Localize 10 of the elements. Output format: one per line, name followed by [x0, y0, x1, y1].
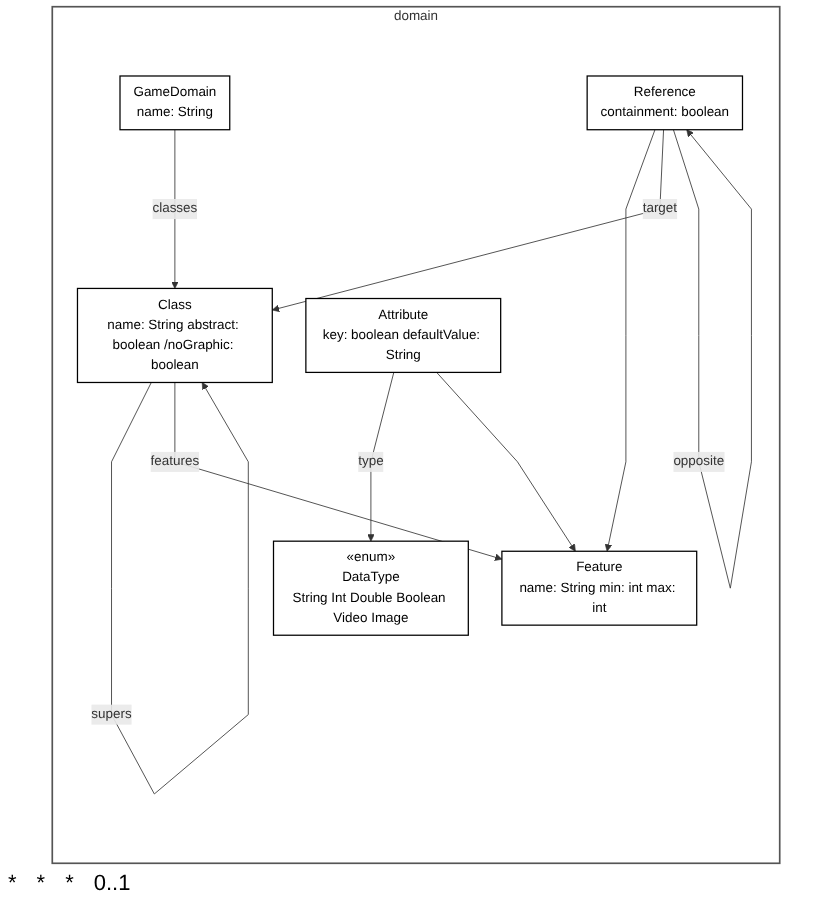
- node-box: [119, 75, 231, 131]
- node-box: [272, 540, 469, 636]
- multiplicity-label: *: [65, 872, 74, 896]
- multiplicity-label: 0..1: [93, 872, 131, 896]
- node-box: [76, 287, 273, 384]
- multiplicity-label: *: [36, 872, 46, 896]
- node-box: [586, 75, 744, 131]
- multiplicity-label: *: [8, 872, 17, 896]
- node-box: [305, 297, 502, 374]
- node-box: [501, 550, 698, 626]
